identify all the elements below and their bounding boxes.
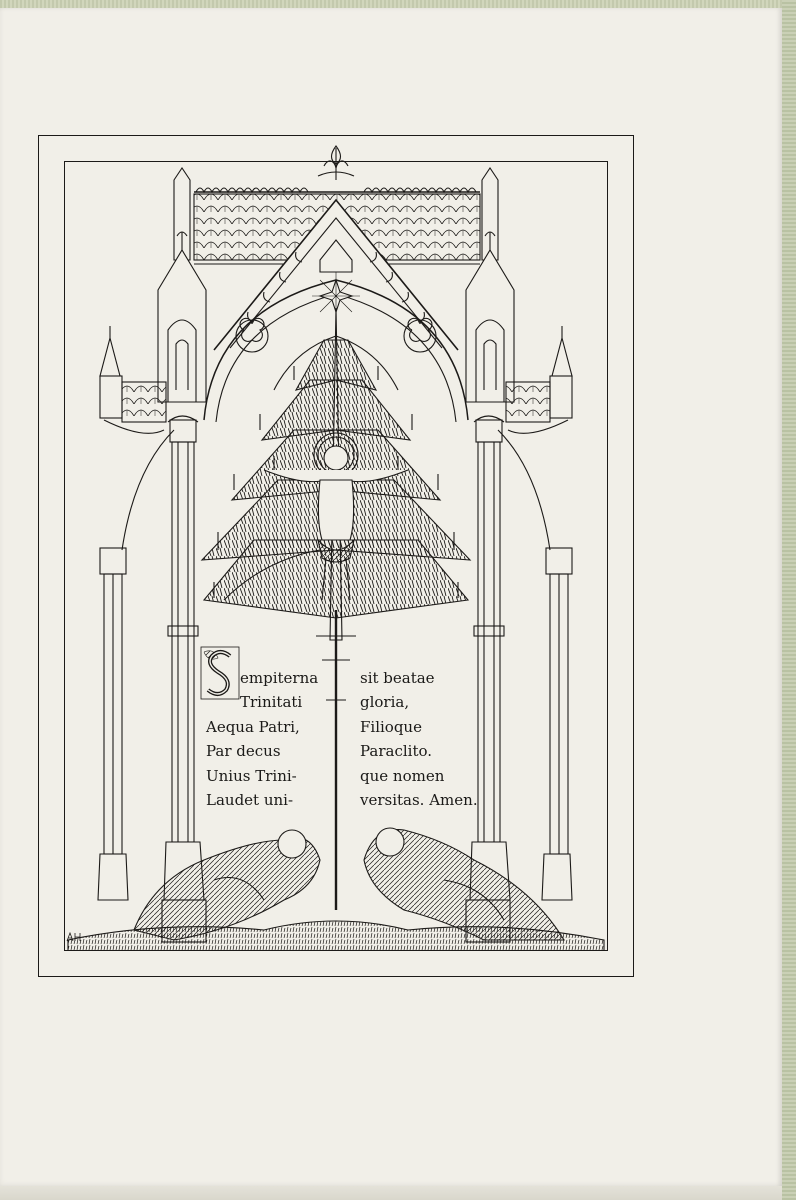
verse-line: versitas. Amen. [360,790,478,809]
outer-frame [38,135,634,977]
verse-line: Par decus [206,742,281,761]
verse-line: Unius Trini- [206,766,297,785]
verse-left-column: Sempiterna Trinitati Aequa Patri, Par de… [206,666,328,812]
cloth-binding-top [0,0,796,10]
verse-line: sit beatae [360,669,435,687]
gothic-illustration [67,145,605,951]
tree-trunk [316,610,356,910]
verse-right-column: sit beatae gloria, Filioque Paraclito. q… [360,666,484,812]
kneeling-figure-left [133,829,321,941]
verse-line: que nomen [360,766,445,785]
verse-line: Laudet uni- [206,790,294,809]
verse-line: Filioque [360,717,422,736]
verse-line: empiterna [240,669,319,687]
right-flying-arch [497,429,551,551]
outer-right-column [541,547,573,901]
right-pinnacle [505,326,573,434]
kneeling-figure-right [363,827,565,941]
left-flying-arch [121,429,175,551]
outer-left-column [97,547,129,901]
monogram-icon [66,932,81,942]
christ-child [223,432,409,601]
cloth-binding-right [782,0,796,1200]
verse-line: gloria, [360,693,410,712]
right-tower [465,167,515,403]
verse-line: Paraclito. [360,742,433,761]
verse-line: Aequa Patri, [206,717,300,736]
grass-ground [67,920,605,951]
left-pinnacle [99,326,167,434]
illuminated-initial [200,646,240,700]
verse-line: Trinitati [240,693,303,712]
roof-finial [317,145,355,180]
left-tower [157,167,207,403]
page-edge [0,1186,782,1200]
